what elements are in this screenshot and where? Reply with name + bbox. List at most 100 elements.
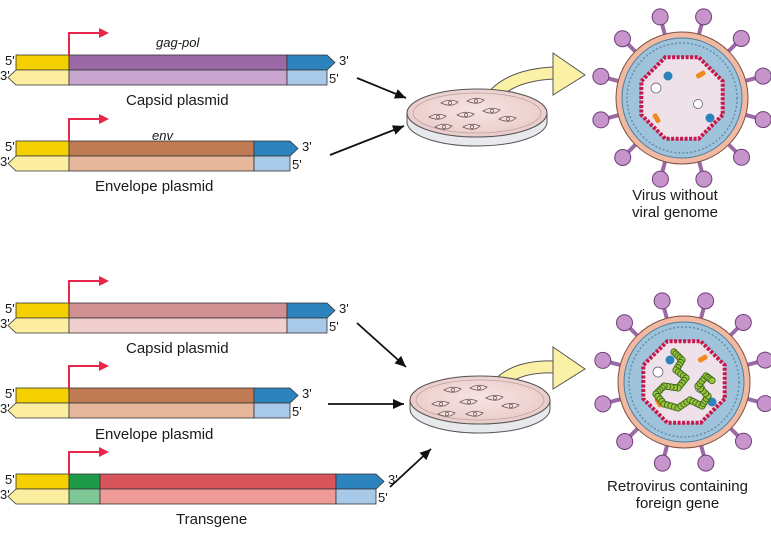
terminator-segment-lower [253,155,291,172]
spike-knob [756,395,771,413]
spike-knob [615,314,633,332]
plasmid-label-capsid-top: Capsid plasmid [126,92,229,109]
promoter-arrowhead [99,361,109,371]
cell-nucleus [474,99,478,103]
spike-knob [653,292,671,310]
cell-nucleus [477,386,481,390]
cell-nucleus [439,402,443,406]
cell [498,115,517,122]
terminator-segment-lower [253,402,291,419]
dish-rim [415,379,545,421]
strand-end-label: 5' [292,404,302,419]
promoter-arrow [68,365,101,388]
promoter-segment-lower [7,69,70,86]
spike-knob [651,8,669,26]
protein-molecule [665,355,675,365]
plasmid-strand-2 [7,114,299,172]
protein-molecule [705,113,715,123]
spike-knob [754,111,771,129]
plasmid-strand-1 [7,28,336,86]
cell [434,123,453,130]
flow-arrowhead [393,399,404,409]
strand-end-label: 3' [0,316,10,331]
promoter-segment-lower [7,488,70,505]
transfer-arrowhead [552,346,586,390]
promoter-segment-lower [7,402,70,419]
cell [431,400,450,407]
promoter-segment [15,302,70,319]
strand-end-label: 3' [339,53,349,68]
strand-end-label: 3' [302,386,312,401]
cell [456,111,475,118]
cell-nucleus [470,125,474,129]
spike-knob [594,351,612,369]
spike-knob [697,454,715,472]
spike-knob [616,433,634,451]
promoter-segment [15,140,70,157]
spike-knob [732,29,750,47]
spike-knob [695,170,713,188]
strand-end-label: 3' [0,68,10,83]
cell [443,386,462,393]
gene-segment [68,387,255,404]
cell [469,384,488,391]
cell-nucleus [442,125,446,129]
cell [437,410,456,417]
virus-particles [592,8,771,472]
culture-dish [406,88,548,147]
spike-knob [735,432,753,450]
cell [466,97,485,104]
spike-knob [594,395,612,413]
spike-knob [614,149,632,167]
transfer-arrowhead [552,52,586,96]
gene-segment [68,54,288,71]
spike-knob [734,313,752,331]
gene-segment [68,140,255,157]
cell-nucleus [506,117,510,121]
virus-without-genome [592,8,771,188]
strand-end-label: 3' [339,301,349,316]
strand-end-label: 5' [292,157,302,172]
caption-virus-without-genome: Virus without viral genome [600,187,750,221]
gene-segment-lower [99,488,337,505]
terminator-segment-lower [286,317,328,334]
spike-knob [697,292,715,310]
promoter-segment [15,54,70,71]
gene-segment-lower [68,317,288,334]
capsid-shell [639,55,725,141]
flow-arrowhead [393,89,406,99]
strand-end-label: 3' [0,401,10,416]
promoter-arrowhead [99,447,109,457]
promoter-arrow [68,280,101,303]
strand-end-label: 5' [5,139,15,154]
spike-knob [733,148,751,166]
strand-end-label: 5' [5,472,15,487]
spike-knob [756,351,771,369]
strand-end-label: 5' [5,301,15,316]
strand-end-label: 5' [5,386,15,401]
strand-end-label: 3' [0,487,10,502]
caption-line-1: Retrovirus containing [607,478,748,495]
cell-nucleus [436,115,440,119]
strand-end-label: 5' [378,490,388,505]
spike-knob [592,67,610,85]
cell [482,107,501,114]
gene-segment-lower [68,69,288,86]
gene-segment-lower [68,155,255,172]
terminator-segment [286,54,336,71]
matrix-beads [626,42,738,154]
gene-label-gag-pol: gag-pol [156,35,200,50]
terminator-segment [253,387,299,404]
plasmid-strand-4 [7,361,299,419]
cell-nucleus [451,388,455,392]
terminator-segment-lower [335,488,377,505]
promoter-arrowhead [99,276,109,286]
cell-nucleus [448,101,452,105]
integrase-molecule [697,354,708,363]
promoter-segment [15,473,70,490]
plasmid-label-transgene: Transgene [176,511,248,528]
culture-dishes [406,88,551,434]
promoter-segment-lower [7,155,70,172]
plasmid-label-capsid-bottom: Capsid plasmid [126,340,229,357]
plasmid-strands [7,28,385,505]
